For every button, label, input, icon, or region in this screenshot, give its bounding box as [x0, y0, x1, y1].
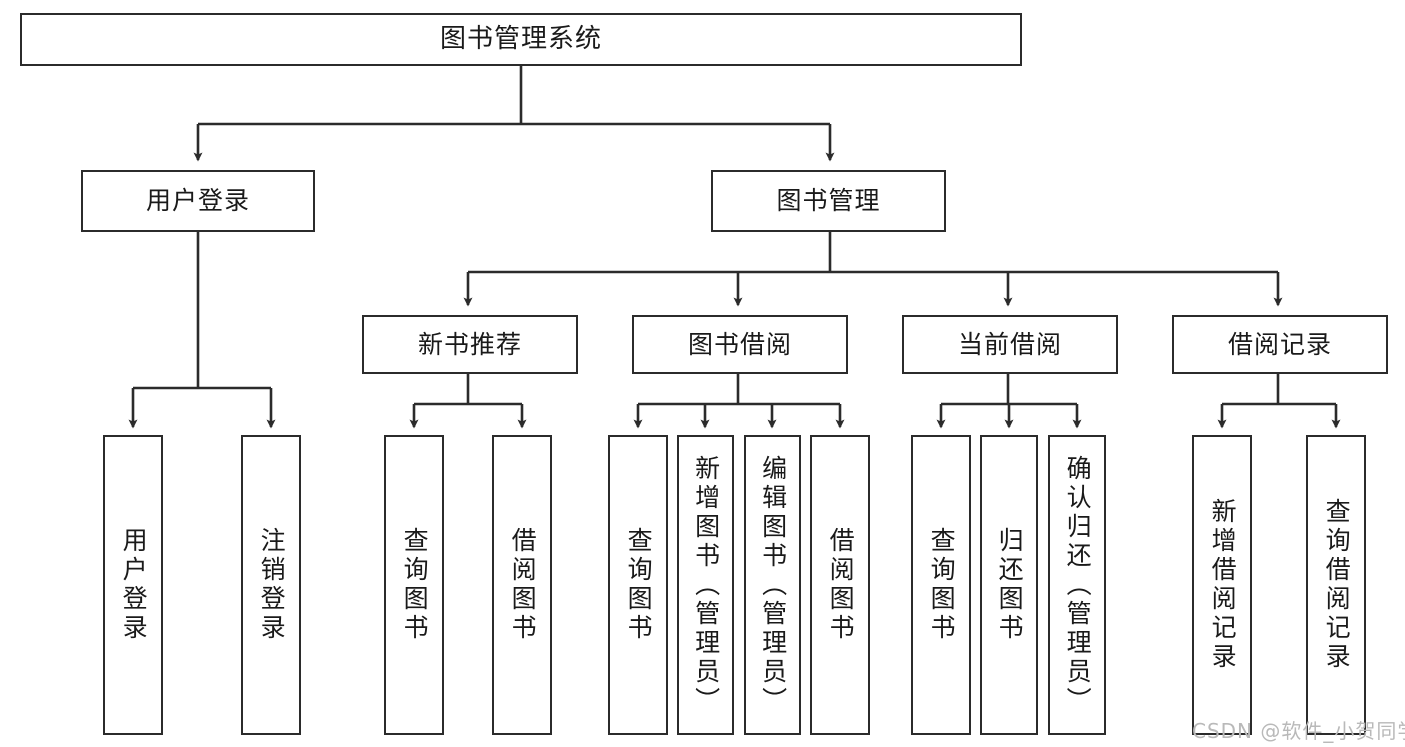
- leaf-query-borrow-record[interactable]: 查询借阅记录: [1306, 435, 1366, 735]
- leaf-query-book-current[interactable]: 查询图书: [911, 435, 971, 735]
- node-label: 借阅图书: [508, 527, 538, 643]
- leaf-add-book-admin[interactable]: 新增图书（管理员）: [677, 435, 734, 735]
- node-label: 编辑图书（管理员）: [758, 454, 788, 716]
- node-label: 当前借阅: [957, 329, 1062, 359]
- node-label: 用户登录: [145, 186, 250, 216]
- node-label: 查询借阅记录: [1322, 498, 1352, 672]
- node-label: 图书管理系统: [439, 24, 602, 55]
- node-root[interactable]: 图书管理系统: [20, 13, 1022, 66]
- node-new-book-recommend[interactable]: 新书推荐: [362, 315, 578, 374]
- node-current-borrow[interactable]: 当前借阅: [902, 315, 1118, 374]
- node-label: 新书推荐: [417, 329, 522, 359]
- node-label: 新增借阅记录: [1208, 498, 1238, 672]
- node-label: 图书借阅: [687, 329, 792, 359]
- node-book-management[interactable]: 图书管理: [711, 170, 946, 232]
- leaf-logout[interactable]: 注销登录: [241, 435, 301, 735]
- node-book-borrow[interactable]: 图书借阅: [632, 315, 848, 374]
- node-label: 用户登录: [119, 527, 149, 643]
- leaf-confirm-return-admin[interactable]: 确认归还（管理员）: [1048, 435, 1106, 735]
- node-label: 借阅图书: [826, 527, 856, 643]
- leaf-add-borrow-record[interactable]: 新增借阅记录: [1192, 435, 1252, 735]
- leaf-query-book-borrow[interactable]: 查询图书: [608, 435, 668, 735]
- leaf-borrow-book[interactable]: 借阅图书: [810, 435, 870, 735]
- node-user-login[interactable]: 用户登录: [81, 170, 315, 232]
- leaf-edit-book-admin[interactable]: 编辑图书（管理员）: [744, 435, 801, 735]
- node-label: 查询图书: [624, 527, 654, 643]
- leaf-return-book[interactable]: 归还图书: [980, 435, 1038, 735]
- node-label: 查询图书: [400, 527, 430, 643]
- node-label: 借阅记录: [1227, 329, 1332, 359]
- node-label: 新增图书（管理员）: [691, 454, 721, 716]
- leaf-user-login[interactable]: 用户登录: [103, 435, 163, 735]
- node-label: 确认归还（管理员）: [1063, 454, 1093, 716]
- leaf-borrow-book-recommend[interactable]: 借阅图书: [492, 435, 552, 735]
- node-label: 归还图书: [995, 527, 1025, 643]
- node-label: 注销登录: [257, 527, 287, 643]
- leaf-query-book-recommend[interactable]: 查询图书: [384, 435, 444, 735]
- node-label: 图书管理: [776, 186, 881, 216]
- node-label: 查询图书: [927, 527, 957, 643]
- node-borrow-record[interactable]: 借阅记录: [1172, 315, 1388, 374]
- csdn-watermark: CSDN @软件_小贺同学: [1192, 719, 1405, 743]
